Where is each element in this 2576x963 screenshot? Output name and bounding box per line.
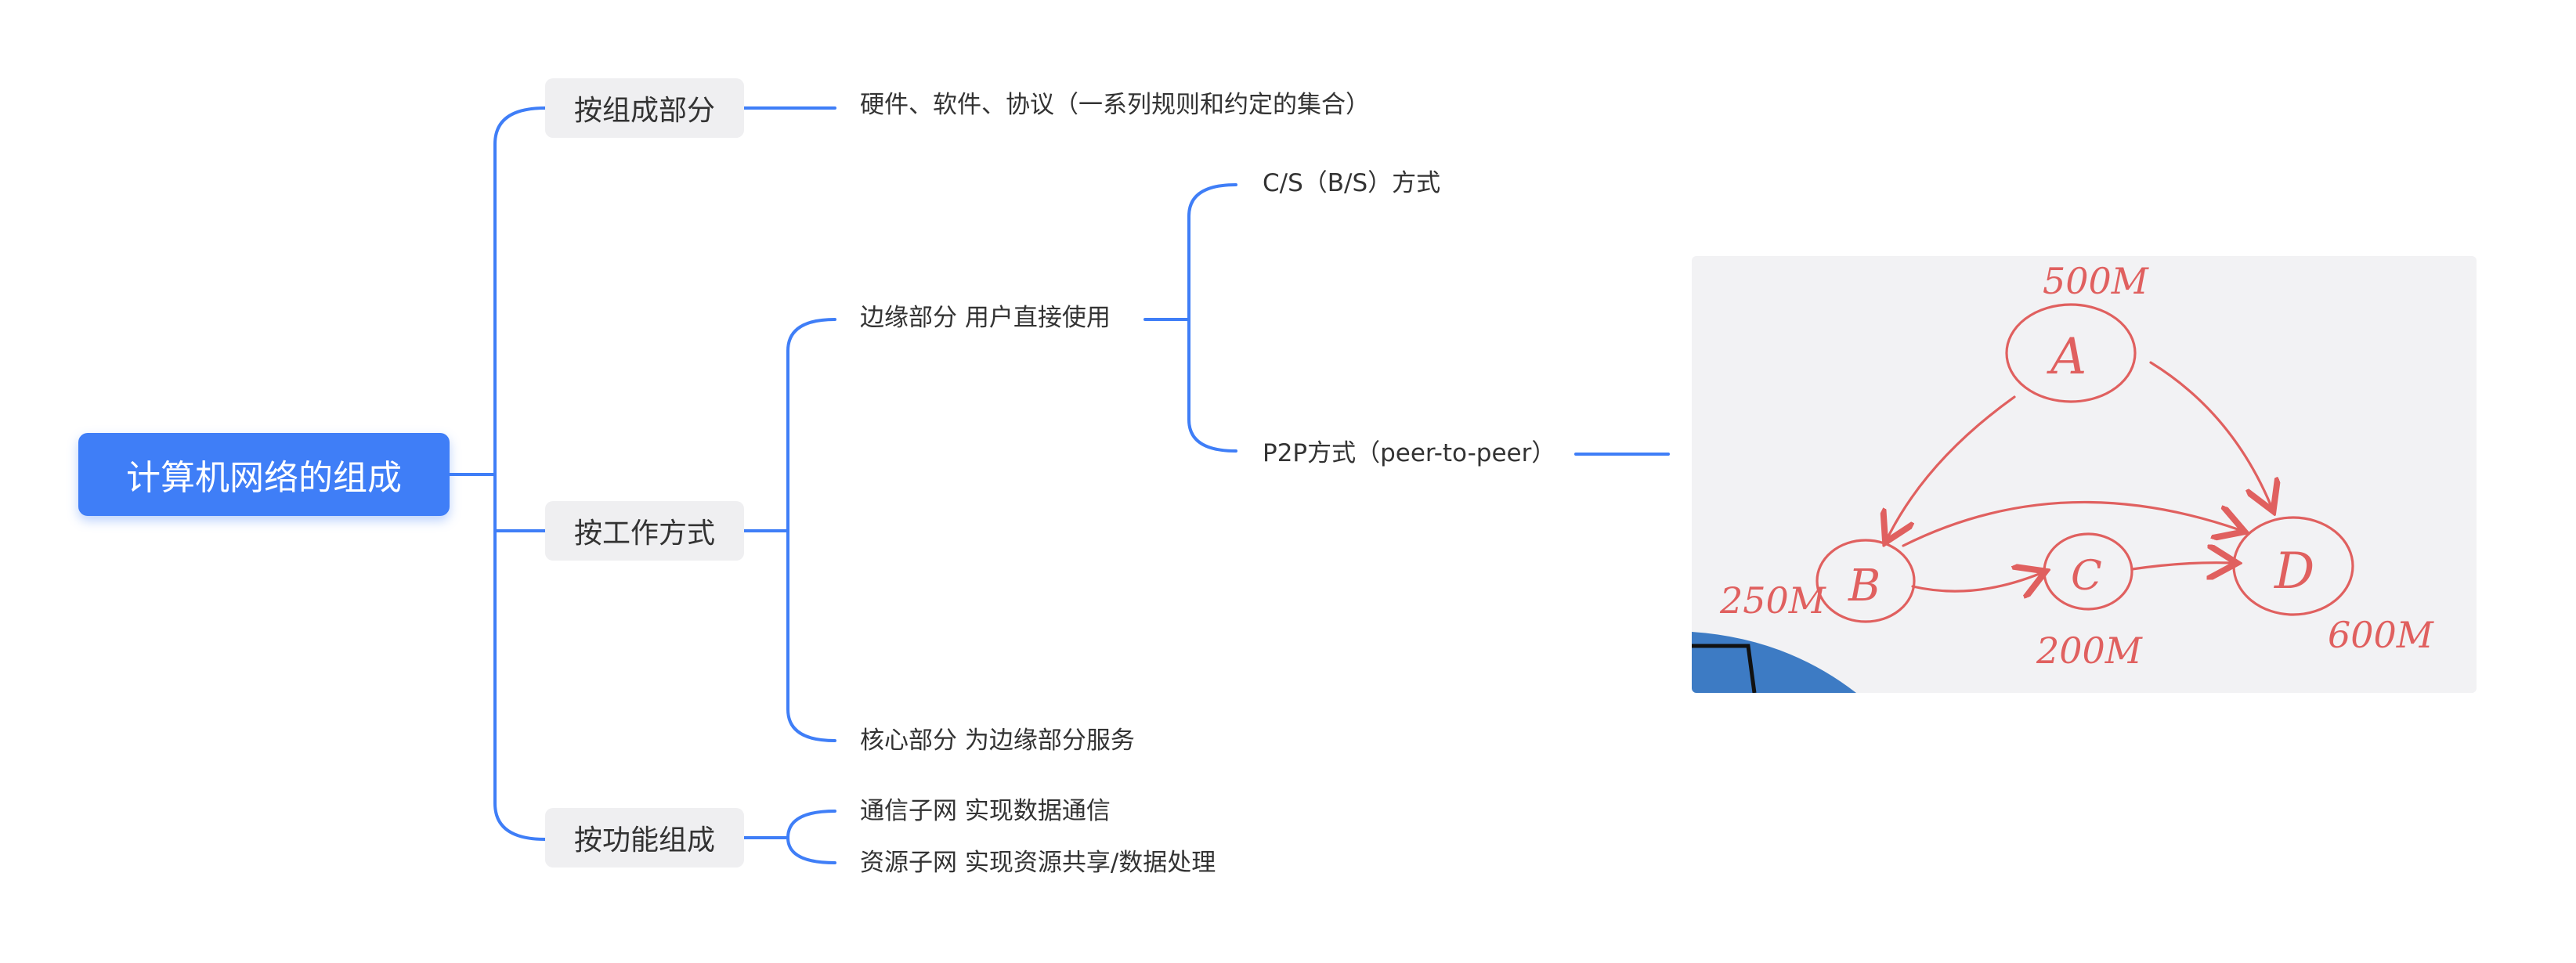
branch-label: 按组成部分	[573, 95, 715, 127]
branch-node-function[interactable]: 按功能组成	[545, 808, 744, 867]
sketch-edge-c-d	[2130, 563, 2232, 569]
sketch-edge-b-d	[1902, 500, 2240, 547]
sketch-edge-a-d	[2149, 361, 2271, 507]
leaf-cs-mode[interactable]: C/S（B/S）方式	[1263, 169, 1441, 197]
sketch-node-b	[1815, 539, 1916, 623]
sketch-label-600m: 600M	[2328, 614, 2435, 656]
branch-node-working-mode[interactable]: 按工作方式	[545, 501, 744, 561]
sketch-label-250m: 250M	[1719, 579, 1827, 622]
leaf-edge-part[interactable]: 边缘部分 用户直接使用	[860, 304, 1111, 332]
connector-branch2-spine	[786, 318, 836, 742]
sketch-node-b-label: B	[1848, 561, 1881, 611]
sketch-label-500m: 500M	[2043, 260, 2150, 302]
attached-p2p-sketch-image[interactable]: A B C D 500M 250M 200M 600M	[1692, 256, 2477, 693]
branch-node-composition[interactable]: 按组成部分	[545, 78, 744, 138]
root-node[interactable]: 计算机网络的组成	[78, 433, 450, 516]
sketch-edge-b-c	[1911, 573, 2041, 591]
sketch-node-d-label: D	[2274, 543, 2314, 601]
leaf-resource-subnet[interactable]: 资源子网 实现资源共享/数据处理	[860, 849, 1216, 877]
sketch-blue-corner	[1692, 632, 1856, 693]
leaf-communication-subnet[interactable]: 通信子网 实现数据通信	[860, 797, 1111, 825]
sketch-node-c-label: C	[2071, 553, 2102, 600]
branch-label: 按工作方式	[573, 518, 715, 550]
connector-edge-spine	[1187, 183, 1237, 453]
branch-label: 按功能组成	[573, 824, 715, 857]
leaf-p2p-mode[interactable]: P2P方式（peer-to-peer）	[1263, 439, 1556, 467]
leaf-core-part[interactable]: 核心部分 为边缘部分服务	[860, 727, 1135, 755]
sketch-edge-a-b	[1888, 395, 2016, 538]
p2p-sketch: A B C D 500M 250M 200M 600M	[1692, 260, 2435, 693]
sketch-node-a-label: A	[2047, 328, 2086, 386]
connector-branch3-spine	[786, 810, 836, 864]
sketch-label-200m: 200M	[2036, 629, 2144, 672]
sketch-node-a	[2005, 303, 2137, 403]
leaf-hardware-software-protocol[interactable]: 硬件、软件、协议（一系列规则和约定的集合）	[860, 91, 1370, 119]
root-label: 计算机网络的组成	[126, 458, 402, 498]
connector-root-spine	[493, 106, 547, 841]
